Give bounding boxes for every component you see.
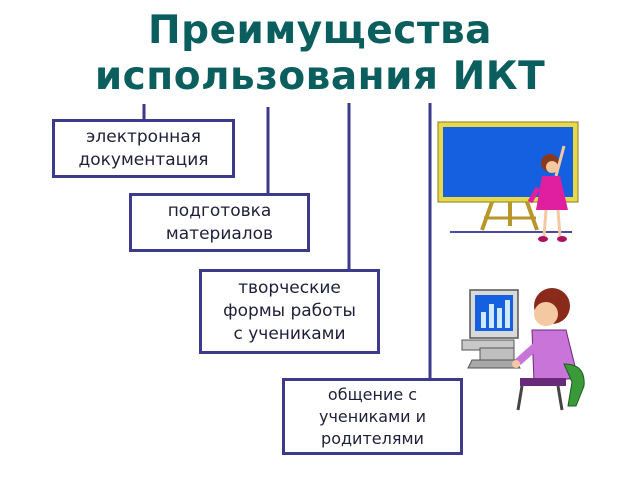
benefit-label: электронная документация (78, 126, 209, 170)
benefit-label: творческие формы работы с учениками (223, 278, 356, 344)
girl-at-chalkboard-icon (437, 121, 579, 242)
benefit-box-communication: общение с учениками и родителями (282, 378, 463, 455)
woman-at-computer-icon (461, 288, 585, 411)
benefit-label: подготовка материалов (165, 200, 274, 244)
benefit-box-materials: подготовка материалов (129, 193, 310, 252)
title-line-2: использования ИКТ (94, 54, 546, 99)
benefit-box-documentation: электронная документация (52, 119, 235, 178)
benefit-label: общение с учениками и родителями (318, 384, 427, 448)
benefit-box-creative-work: творческие формы работы с учениками (199, 269, 380, 354)
title-line-1: Преимущества (148, 8, 492, 53)
page-title: Преимущества использования ИКТ (0, 8, 640, 100)
